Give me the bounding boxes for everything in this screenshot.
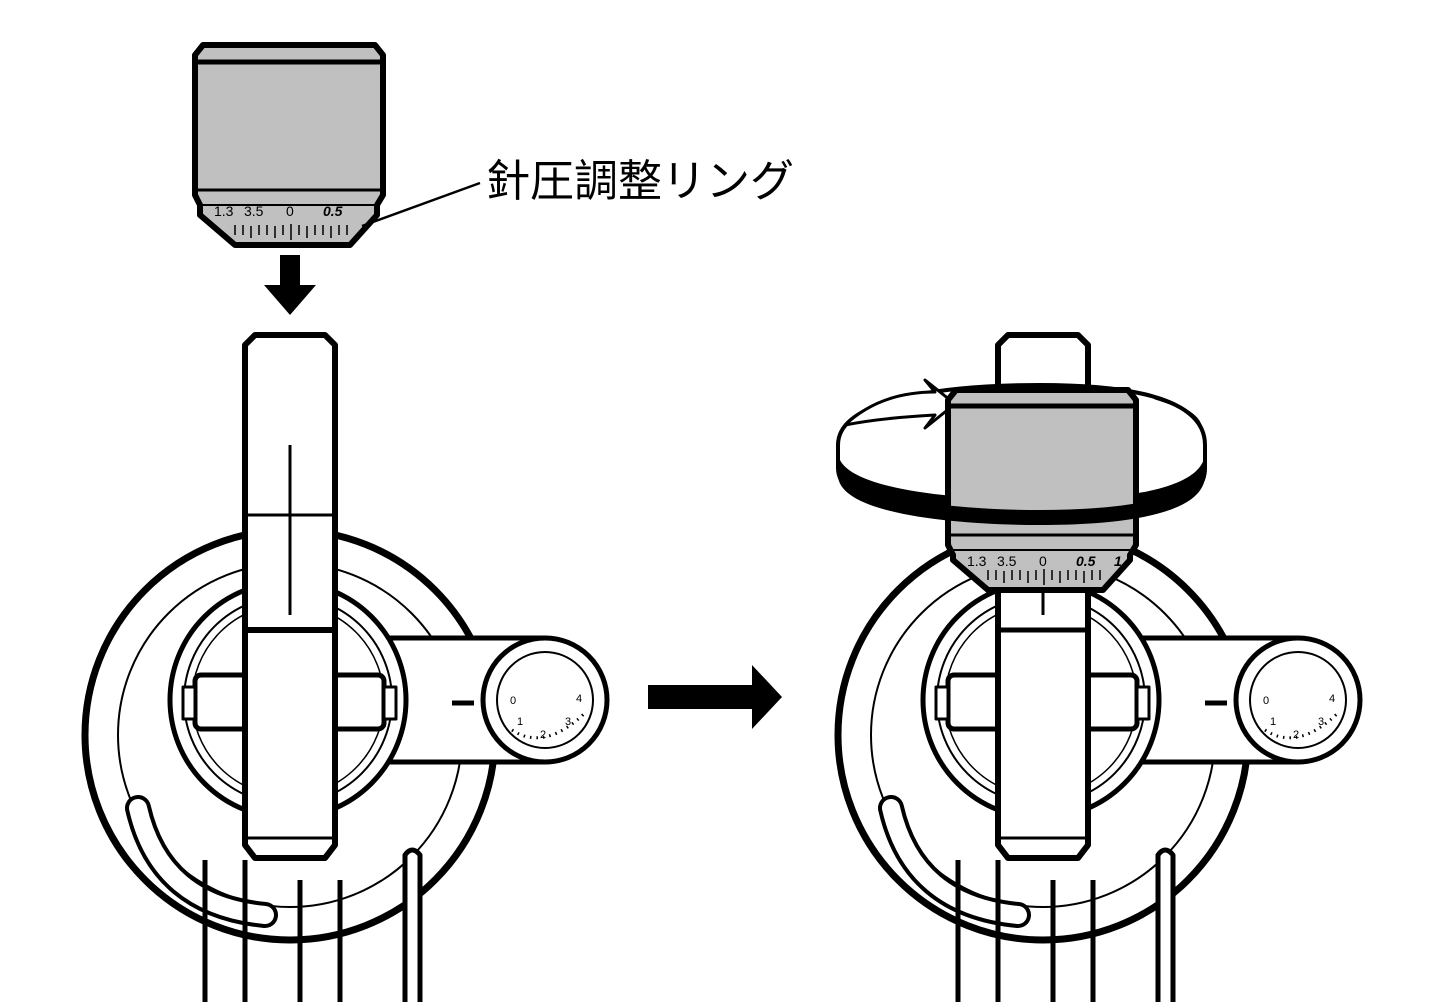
dial-label-0-right: 0 — [1263, 695, 1269, 707]
callout-label: 針圧調整リング — [486, 156, 794, 207]
dial-label-1-right: 1 — [1270, 716, 1276, 728]
right-dial-scale: 0 1 2 3 4 — [1263, 693, 1341, 741]
right-tonearm-assembly — [834, 332, 1363, 1002]
down-arrow-icon — [264, 255, 316, 315]
dial-label-3-right: 3 — [1318, 716, 1324, 728]
dial-label-0: 0 — [510, 695, 516, 707]
ring-label-1-3: 1.3 — [214, 203, 234, 219]
ring-label-0-5: 0.5 — [323, 203, 343, 219]
ring-scale-ticks-right — [987, 569, 1101, 585]
pressure-ring-detached: 1.3 3.5 0 0.5 — [192, 42, 386, 248]
callout: 針圧調整リング — [361, 156, 794, 228]
ring-label-3-5: 3.5 — [244, 203, 264, 219]
pressure-ring-mounted: 1.3 3.5 0 0.5 1 — [838, 387, 1205, 593]
ring-label-3-5-right: 3.5 — [997, 553, 1017, 569]
left-tonearm-assembly — [81, 332, 610, 1002]
dial-label-3: 3 — [565, 716, 571, 728]
left-dial-scale: 0 1 2 3 4 — [510, 693, 588, 741]
dial-label-4: 4 — [576, 693, 582, 705]
ring-label-0-5-right: 0.5 — [1076, 553, 1096, 569]
dial-label-1: 1 — [517, 716, 523, 728]
ring-label-1-3-right: 1.3 — [967, 553, 987, 569]
ring-label-0-right: 0 — [1039, 553, 1047, 569]
dial-label-4-right: 4 — [1329, 693, 1335, 705]
ring-scale-ticks — [234, 224, 348, 240]
right-arrow-icon — [648, 665, 782, 729]
dial-label-2: 2 — [540, 729, 546, 741]
dial-label-2-right: 2 — [1293, 729, 1299, 741]
ring-label-0: 0 — [286, 203, 294, 219]
ring-label-1-right: 1 — [1114, 553, 1122, 569]
